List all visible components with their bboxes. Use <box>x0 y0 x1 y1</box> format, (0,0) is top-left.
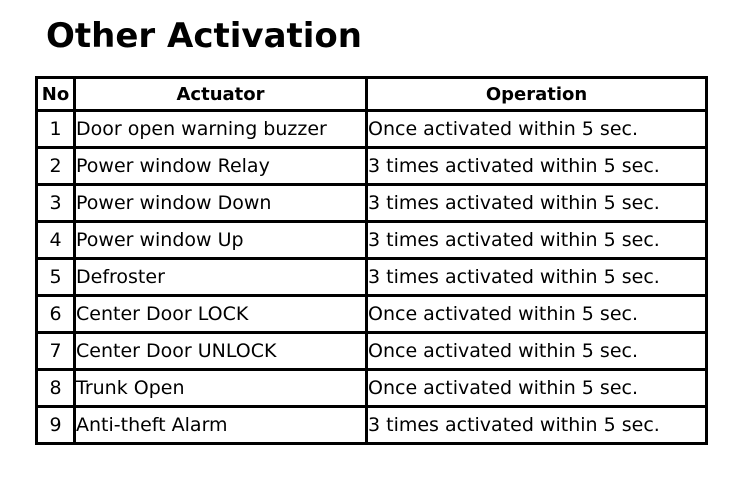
table-row: 6 Center Door LOCK Once activated within… <box>35 294 708 334</box>
table-row: 3 Power window Down 3 times activated wi… <box>35 183 708 223</box>
cell-operation: Once activated within 5 sec. <box>365 368 708 408</box>
table-row: 5 Defroster 3 times activated within 5 s… <box>35 257 708 297</box>
cell-no: 7 <box>35 331 76 371</box>
cell-no: 4 <box>35 220 76 260</box>
cell-no: 3 <box>35 183 76 223</box>
cell-actuator: Anti-theft Alarm <box>73 405 368 445</box>
table-row: 7 Center Door UNLOCK Once activated with… <box>35 331 708 371</box>
table-row: 9 Anti-theft Alarm 3 times activated wit… <box>35 405 708 445</box>
table-row: 4 Power window Up 3 times activated with… <box>35 220 708 260</box>
cell-actuator: Center Door UNLOCK <box>73 331 368 371</box>
cell-operation: 3 times activated within 5 sec. <box>365 405 708 445</box>
cell-actuator: Center Door LOCK <box>73 294 368 334</box>
cell-actuator: Door open warning buzzer <box>73 109 368 149</box>
other-activation-table: No Actuator Operation 1 Door open warnin… <box>35 76 708 445</box>
cell-operation: 3 times activated within 5 sec. <box>365 146 708 186</box>
cell-operation: Once activated within 5 sec. <box>365 109 708 149</box>
cell-no: 8 <box>35 368 76 408</box>
cell-operation: Once activated within 5 sec. <box>365 331 708 371</box>
table-header-row: No Actuator Operation <box>35 76 708 112</box>
table-body: 1 Door open warning buzzer Once activate… <box>35 109 708 445</box>
cell-no: 2 <box>35 146 76 186</box>
activation-table-container: No Actuator Operation 1 Door open warnin… <box>35 76 708 445</box>
table-row: 8 Trunk Open Once activated within 5 sec… <box>35 368 708 408</box>
table-row: 1 Door open warning buzzer Once activate… <box>35 109 708 149</box>
cell-actuator: Power window Relay <box>73 146 368 186</box>
cell-operation: 3 times activated within 5 sec. <box>365 220 708 260</box>
cell-no: 9 <box>35 405 76 445</box>
column-header-operation: Operation <box>365 76 708 112</box>
cell-actuator: Trunk Open <box>73 368 368 408</box>
column-header-no: No <box>35 76 76 112</box>
cell-actuator: Power window Up <box>73 220 368 260</box>
table-row: 2 Power window Relay 3 times activated w… <box>35 146 708 186</box>
cell-operation: 3 times activated within 5 sec. <box>365 183 708 223</box>
table-header: No Actuator Operation <box>35 76 708 112</box>
cell-actuator: Defroster <box>73 257 368 297</box>
cell-no: 6 <box>35 294 76 334</box>
cell-operation: 3 times activated within 5 sec. <box>365 257 708 297</box>
page-title: Other Activation <box>46 16 362 56</box>
column-header-actuator: Actuator <box>73 76 368 112</box>
cell-operation: Once activated within 5 sec. <box>365 294 708 334</box>
cell-no: 1 <box>35 109 76 149</box>
cell-no: 5 <box>35 257 76 297</box>
cell-actuator: Power window Down <box>73 183 368 223</box>
